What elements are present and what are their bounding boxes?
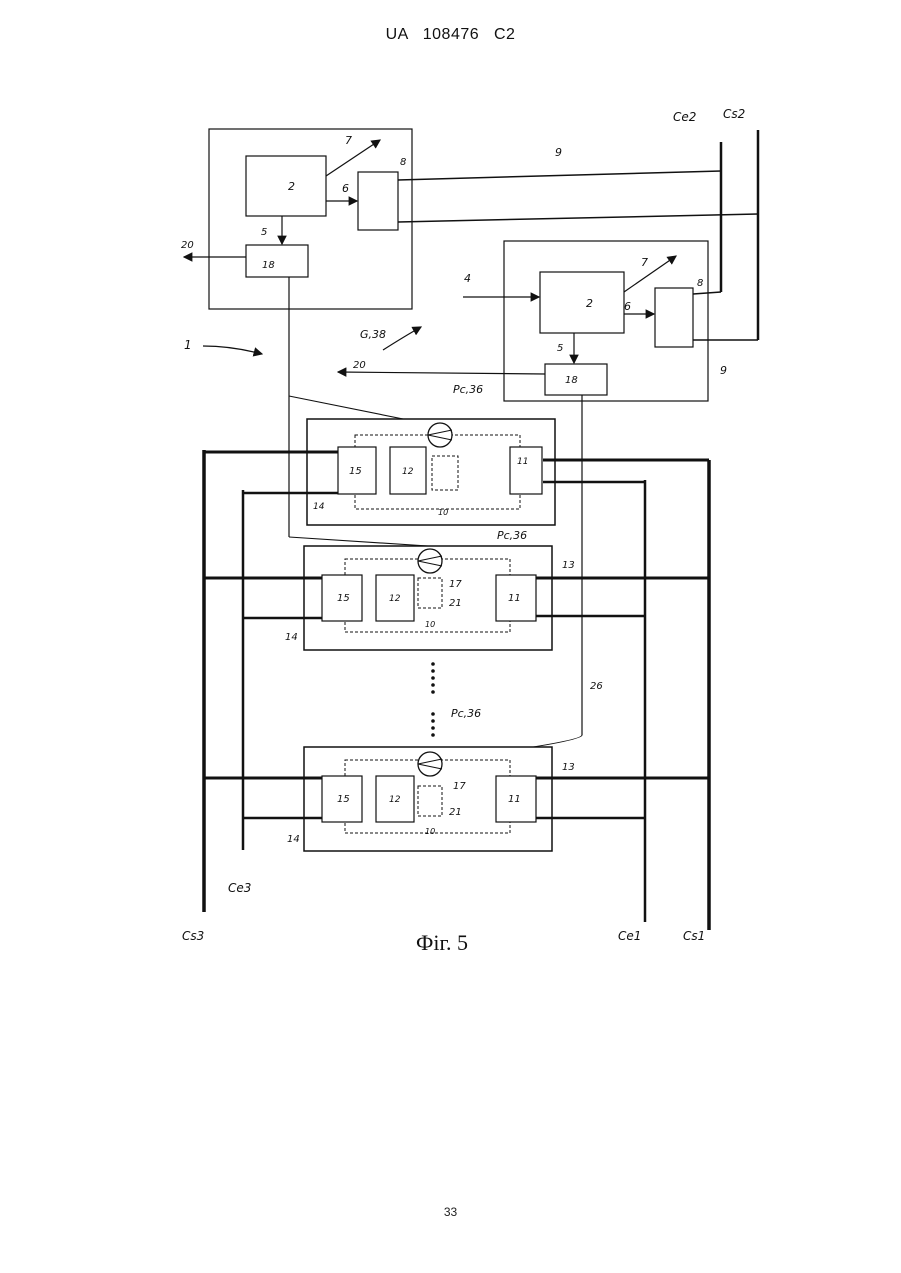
m2-label-17: 17 <box>449 579 462 590</box>
m1-label-12: 12 <box>402 467 414 477</box>
label-b-18: 18 <box>565 375 578 386</box>
m2-label-14: 14 <box>285 632 298 643</box>
label-group: G,38 <box>360 328 386 341</box>
label-ce3: Ce3 <box>228 881 251 895</box>
label-b-8: 8 <box>697 278 703 289</box>
controller-a-unit-8 <box>358 172 398 230</box>
m3-label-13: 13 <box>562 762 575 773</box>
m2-label-15: 15 <box>337 593 350 604</box>
controller-a-unit-18 <box>246 245 308 277</box>
m1-label-15: 15 <box>349 466 362 477</box>
m2-label-21: 21 <box>449 598 462 609</box>
controller-b-unit-8 <box>655 288 693 347</box>
label-26: 26 <box>590 681 603 692</box>
m2-label-13: 13 <box>562 560 575 571</box>
label-b-7: 7 <box>641 256 648 269</box>
label-4: 4 <box>464 272 471 285</box>
label-a-9: 9 <box>555 146 562 159</box>
label-system: 1 <box>184 338 192 352</box>
m1-label-11: 11 <box>517 457 528 467</box>
m3-label-21: 21 <box>449 807 462 818</box>
m3-label-12: 12 <box>389 795 401 805</box>
label-b-9: 9 <box>720 364 727 377</box>
label-ce2: Ce2 <box>673 110 696 124</box>
label-b-5: 5 <box>557 343 563 354</box>
module-1 <box>204 419 709 525</box>
label-a-2: 2 <box>288 180 295 193</box>
controller-b-unit-2 <box>540 272 624 333</box>
label-a-18: 18 <box>262 260 275 271</box>
m3-label-15: 15 <box>337 794 350 805</box>
m3-label-17: 17 <box>453 781 466 792</box>
module-3 <box>204 747 709 851</box>
label-module-2: Pc,36 <box>497 529 527 542</box>
m1-label-10: 10 <box>438 508 448 517</box>
label-ce1: Ce1 <box>618 929 641 943</box>
m3-label-10: 10 <box>425 827 435 836</box>
m2-label-12: 12 <box>389 594 401 604</box>
continuation-dots <box>431 662 435 737</box>
label-a-5: 5 <box>261 227 267 238</box>
m3-label-14: 14 <box>287 834 300 845</box>
label-b-6: 6 <box>624 300 631 313</box>
label-a-20: 20 <box>181 240 194 251</box>
m2-label-10: 10 <box>425 620 435 629</box>
m3-label-11: 11 <box>508 794 521 805</box>
controller-a-unit-2 <box>246 156 326 216</box>
m1-label-14: 14 <box>313 502 325 512</box>
label-b-2: 2 <box>586 297 593 310</box>
figure-caption: Фіг. 5 <box>416 930 468 955</box>
label-a-7: 7 <box>345 134 352 147</box>
label-a-6: 6 <box>342 182 349 195</box>
label-b-20: 20 <box>353 360 366 371</box>
label-module-3: Pc,36 <box>451 707 481 720</box>
label-cs1: Cs1 <box>683 929 705 943</box>
label-module-1: Pc,36 <box>453 383 483 396</box>
label-cs3: Cs3 <box>182 929 204 943</box>
label-cs2: Cs2 <box>723 107 745 121</box>
m2-label-11: 11 <box>508 593 521 604</box>
page-number: 33 <box>0 1205 901 1219</box>
label-a-8: 8 <box>400 157 406 168</box>
